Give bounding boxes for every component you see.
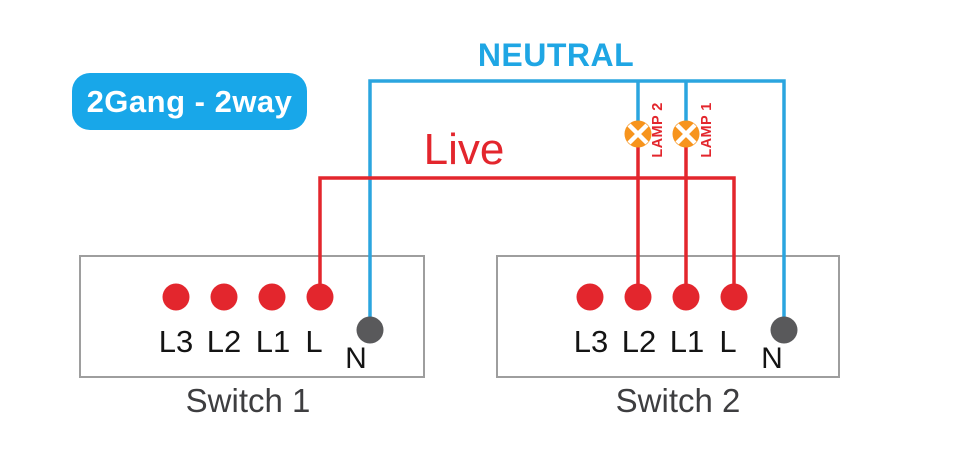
lamp1-label: LAMP 1 bbox=[699, 102, 715, 158]
switch1-terminal-label-l1: L1 bbox=[255, 324, 291, 359]
switch2-neutral-label: N bbox=[761, 342, 783, 375]
switch2-terminal-label-l: L bbox=[719, 324, 737, 359]
switch2-terminal-label-l3: L3 bbox=[573, 324, 609, 359]
switch1-terminal-label-l: L bbox=[305, 324, 323, 359]
lamp-icon bbox=[672, 120, 700, 148]
switch1-terminal-label-l2: L2 bbox=[206, 324, 242, 359]
switch2-terminal-label-l1: L1 bbox=[669, 324, 705, 359]
switch2-terminal-label-l2: L2 bbox=[621, 324, 657, 359]
switch1-neutral-label: N bbox=[345, 342, 367, 375]
switch1-box bbox=[79, 255, 425, 378]
switch1-name: Switch 1 bbox=[185, 382, 311, 419]
switch2-box bbox=[496, 255, 840, 378]
live-wire-label: Live bbox=[423, 125, 505, 174]
switch1-terminal-label-l3: L3 bbox=[158, 324, 194, 359]
lamp2-label: LAMP 2 bbox=[650, 102, 666, 158]
variant-badge: 2Gang - 2way bbox=[72, 73, 307, 130]
lamp-icon bbox=[624, 120, 652, 148]
switch2-name: Switch 2 bbox=[615, 382, 741, 419]
neutral-wire-label: NEUTRAL bbox=[477, 37, 635, 73]
